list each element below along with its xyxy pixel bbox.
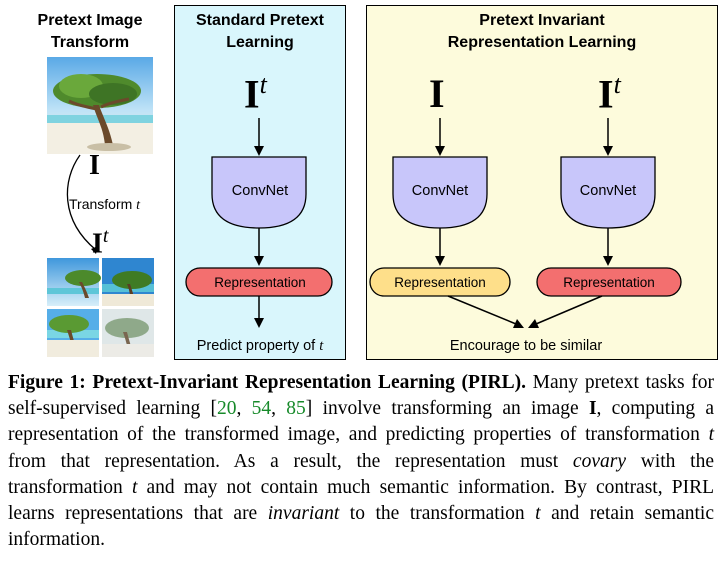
caption-emph-covary: covary: [572, 450, 626, 472]
figure-caption: Figure 1: Pretext-Invariant Representati…: [8, 370, 714, 553]
caption-text: , computing a representation of the tran…: [8, 398, 715, 446]
citation-link[interactable]: 54: [251, 398, 272, 420]
transform-label: Transform t: [69, 196, 140, 214]
standard-convnet-shape: [211, 156, 307, 229]
pirl-representation-left-label: Representation: [394, 275, 486, 290]
left-panel-title-line2: Transform: [50, 34, 130, 51]
left-transformed-symbol-sup: t: [102, 225, 109, 247]
pirl-representation-right-shape: [536, 267, 682, 297]
caption-symbol-t: t: [708, 424, 714, 446]
standard-input-symbol-sup: t: [259, 70, 267, 99]
left-transformed-symbol: It: [92, 225, 108, 260]
standard-panel-title: Standard Pretext Learning: [174, 10, 346, 54]
standard-representation-label: Representation: [214, 275, 306, 290]
pirl-panel-title-line1: Pretext Invariant: [479, 12, 605, 29]
pirl-panel-title-line2: Representation Learning: [447, 34, 637, 51]
transform-arrow: [66, 154, 98, 254]
left-transformed-symbol-base: I: [92, 228, 103, 260]
caption-text: ,: [236, 398, 252, 420]
citation-link[interactable]: 20: [216, 398, 237, 420]
standard-panel-title-line1: Standard Pretext: [195, 12, 325, 29]
caption-label: Figure 1: Pretext-Invariant Representati…: [8, 372, 527, 393]
standard-output-var: t: [319, 338, 324, 354]
standard-output-prefix: Predict property of: [196, 338, 320, 354]
standard-input-symbol-base: I: [244, 71, 260, 117]
caption-text: ,: [271, 398, 287, 420]
caption-text: Many pretext tasks for self-supervised l…: [8, 372, 715, 420]
standard-input-symbol: It: [244, 70, 267, 117]
caption-text: and may not contain much semantic inform…: [8, 476, 714, 525]
transform-label-prefix: Transform: [69, 196, 137, 212]
pirl-convnet-right-label: ConvNet: [579, 183, 637, 199]
caption-symbol-I: I: [588, 398, 597, 420]
citation-link[interactable]: 85: [286, 398, 306, 420]
augmented-tree-photos: [47, 258, 154, 357]
caption-text: from that representation. As a result, t…: [8, 450, 573, 472]
caption-symbol-t: t: [535, 503, 541, 525]
pirl-input-left-symbol: I: [429, 71, 445, 116]
caption-emph-invariant: invariant: [267, 503, 340, 525]
pirl-representation-right-label: Representation: [563, 275, 655, 290]
caption-text: ] involve transforming an image: [305, 398, 589, 420]
standard-output-label: Predict property of t: [174, 338, 346, 355]
left-image-symbol: I: [89, 150, 100, 181]
standard-panel-title-line2: Learning: [226, 34, 294, 51]
tree-photo: [47, 57, 153, 154]
standard-convnet-label: ConvNet: [231, 183, 289, 199]
left-panel-title-line1: Pretext Image: [37, 12, 143, 29]
pirl-convnet-left-shape: [392, 156, 488, 229]
pirl-convnet-right-shape: [560, 156, 656, 229]
pirl-panel-title: Pretext Invariant Representation Learnin…: [366, 10, 718, 54]
pirl-representation-left-shape: [369, 267, 511, 297]
pirl-input-right-symbol-sup: t: [613, 70, 621, 99]
left-panel-title: Pretext Image Transform: [30, 10, 150, 54]
pirl-input-right-symbol-base: I: [598, 71, 614, 117]
caption-text: to the transformation: [339, 503, 536, 525]
pirl-convnet-left-label: ConvNet: [411, 183, 469, 199]
pirl-diagram: [369, 118, 682, 328]
transform-var: t: [136, 198, 141, 213]
pirl-output-label: Encourage to be similar: [449, 338, 603, 354]
pirl-input-right-symbol: It: [598, 70, 621, 117]
standard-diagram: [185, 118, 333, 328]
caption-text: with the transformation: [8, 450, 714, 498]
caption-symbol-t: t: [131, 476, 138, 498]
caption-text: and retain semantic information.: [8, 503, 714, 551]
